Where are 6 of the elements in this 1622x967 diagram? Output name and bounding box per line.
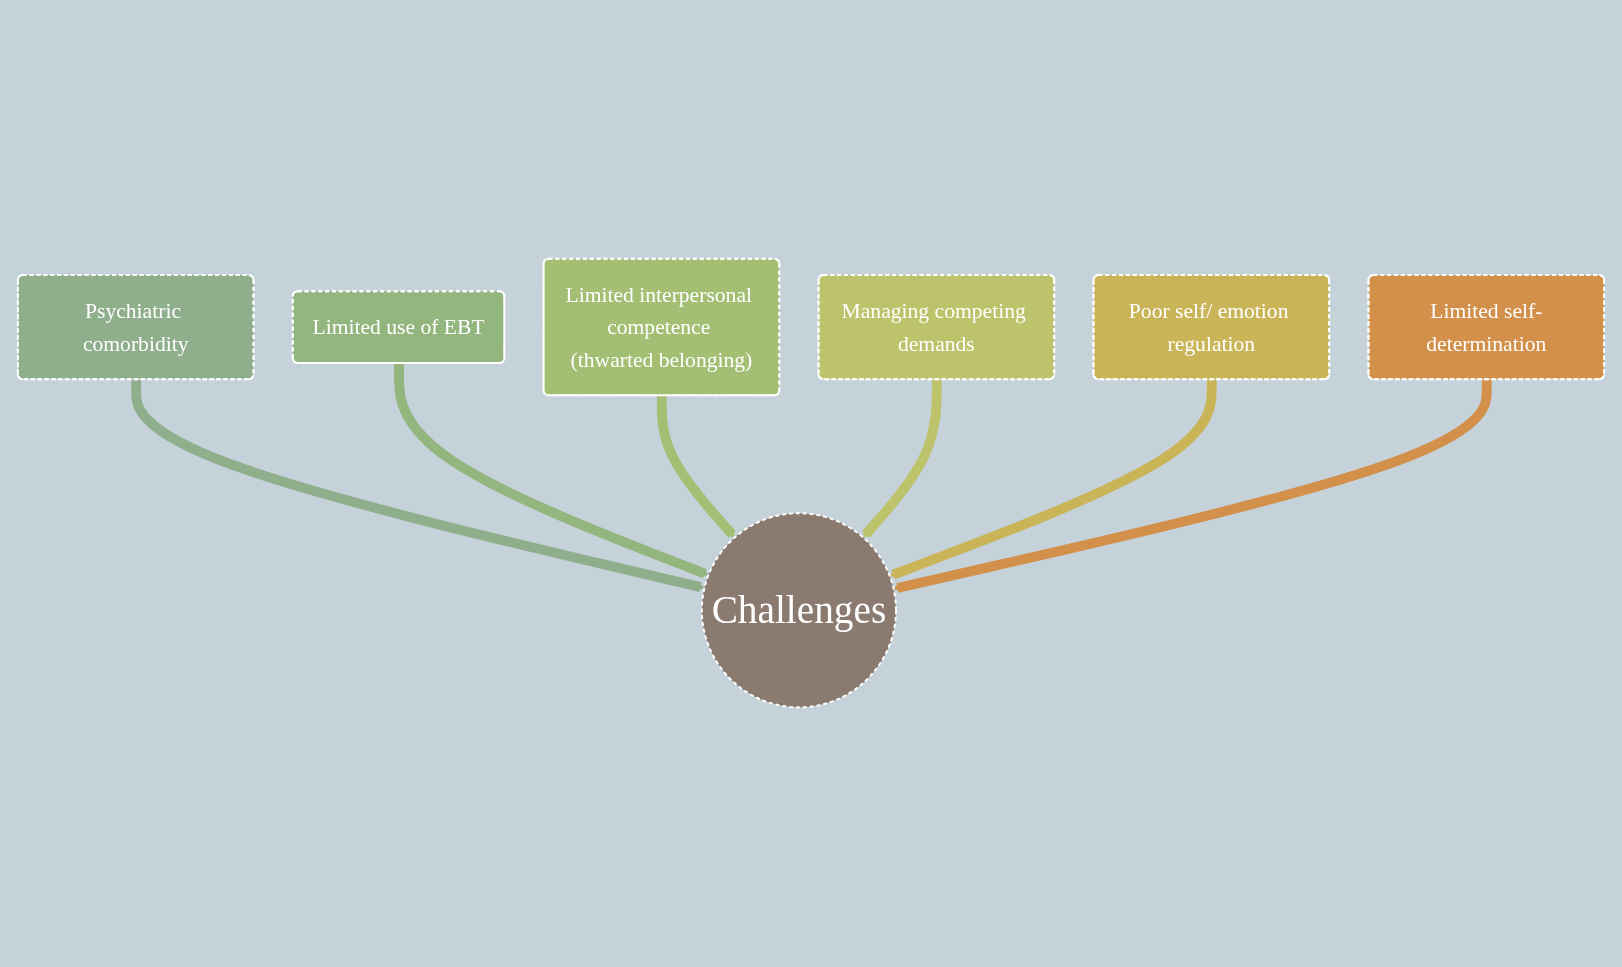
arrow bbox=[656, 396, 736, 539]
arrow bbox=[131, 380, 705, 593]
node-circle: Challenges bbox=[700, 512, 897, 709]
arrow bbox=[889, 380, 1217, 580]
arrow bbox=[862, 380, 942, 539]
arrow bbox=[394, 363, 709, 579]
